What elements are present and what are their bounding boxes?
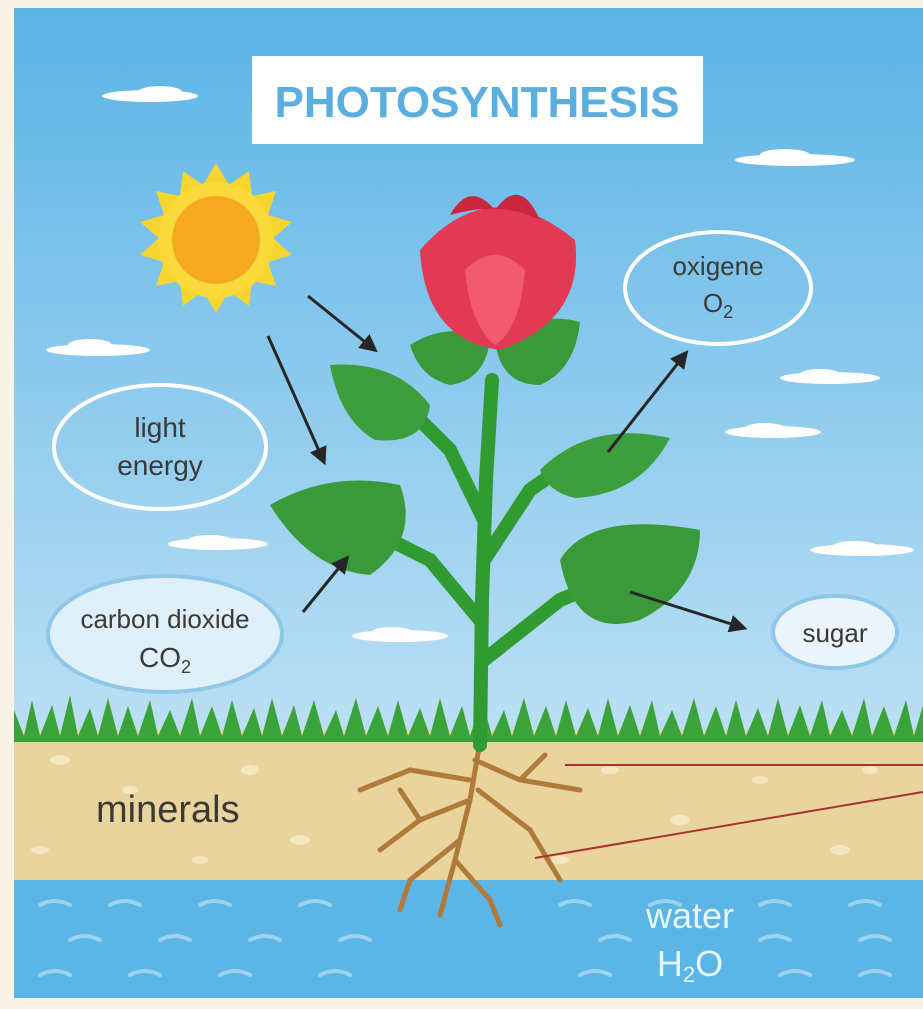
oxygen-formula-sub: 2	[723, 302, 733, 322]
carbon-formula-main: CO	[139, 642, 181, 673]
oxygen-formula-main: O	[703, 288, 723, 318]
light-label-line2: energy	[117, 450, 203, 481]
minerals-label: minerals	[96, 789, 240, 831]
water-formula-pre: H	[657, 943, 683, 984]
carbon-dioxide-label: carbon dioxide	[80, 604, 249, 634]
page-title: PHOTOSYNTHESIS	[274, 78, 679, 127]
carbon-dioxide-oval	[48, 576, 282, 692]
light-label-line1: light	[134, 412, 186, 443]
water-label: water	[645, 895, 734, 936]
water-formula-sub: 2	[683, 962, 695, 987]
water-formula-post: O	[695, 943, 723, 984]
oxygen-label: oxigene	[672, 251, 763, 281]
sugar-label: sugar	[802, 618, 867, 648]
carbon-formula-sub: 2	[181, 657, 191, 677]
